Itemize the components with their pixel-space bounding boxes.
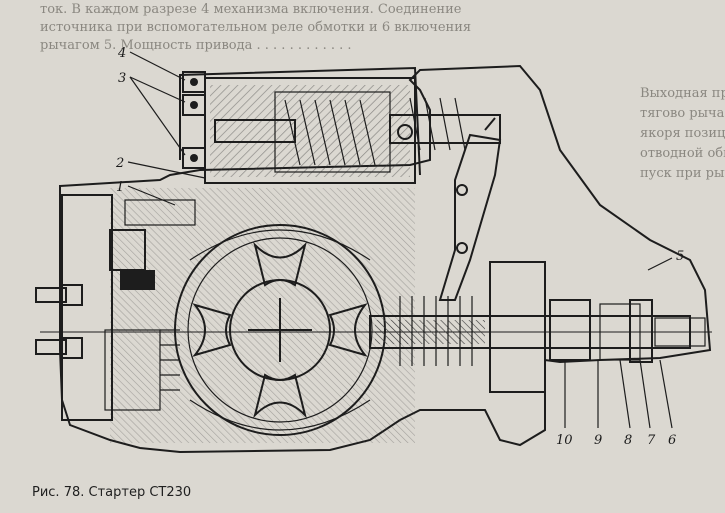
housing-outline (59, 64, 712, 454)
callout-5: 5 (676, 249, 684, 264)
callout-1: 1 (116, 180, 124, 195)
solenoid-relay (204, 77, 501, 184)
callout-7: 7 (647, 433, 656, 448)
bleed-through-side-4: отводной обмотки при давлении давления П… (640, 146, 725, 161)
callout-leaders (127, 51, 673, 429)
callout-2: 2 (115, 156, 124, 171)
end-cap-bolts (35, 284, 83, 359)
bleed-through-side-5: пуск при рычага соединения всегда вращ- (640, 166, 725, 181)
callout-labels: 4 3 2 1 5 10 9 8 7 6 (115, 46, 684, 448)
bleed-through-line-2: источника при вспомогательном реле обмот… (40, 20, 472, 35)
shift-lever (438, 117, 502, 301)
commutator-end (61, 194, 196, 421)
bleed-through-line-3: рычагом 5. Мощность привода . . . . . . … (40, 38, 352, 53)
callout-3: 3 (118, 71, 126, 86)
terminal-bolts (182, 71, 206, 169)
callout-9: 9 (594, 433, 602, 448)
armature (174, 224, 386, 436)
callout-4: 4 (117, 46, 126, 61)
bleed-through-side-2: тягово рыча Пусковой сторожевой сторон (640, 106, 725, 121)
callout-6: 6 (668, 433, 676, 448)
callout-8: 8 (624, 433, 632, 448)
bleed-through-side-1: Выходная прямая втяжного реле . . . . . … (640, 86, 725, 101)
bleed-through-line-1: ток. В каждом разрезе 4 механизма включе… (40, 2, 462, 17)
bleed-through-side-3: якоря позиционирован обмотки соленоидной… (640, 126, 725, 141)
figure-caption: Рис. 78. Стартер СТ230 (32, 485, 192, 500)
drive-shaft (40, 261, 712, 393)
callout-10: 10 (556, 433, 573, 448)
